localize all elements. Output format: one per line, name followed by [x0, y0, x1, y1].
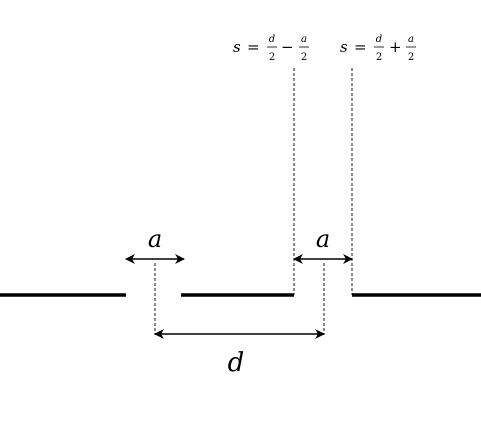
eq-right-operator: +: [389, 38, 402, 56]
separation-label: d: [228, 348, 245, 378]
eq-left-lhs: s: [233, 38, 241, 56]
eq-left-frac1-den: 2: [269, 52, 275, 63]
equation-left: s = d 2 − a 2: [233, 34, 309, 63]
eq-right-frac2-den: 2: [408, 52, 414, 63]
eq-right-lhs: s: [340, 38, 348, 56]
eq-left-frac2-num: a: [301, 34, 307, 45]
eq-left-frac1-num: d: [269, 34, 275, 45]
eq-right-frac1-num: d: [376, 34, 382, 45]
eq-left-operator: −: [281, 38, 294, 56]
eq-left-equals: =: [247, 38, 260, 56]
eq-right-equals: =: [354, 38, 367, 56]
eq-right-frac1-den: 2: [376, 52, 382, 63]
slit2-width-label: a: [316, 225, 330, 253]
eq-right-frac2-num: a: [408, 34, 414, 45]
slit1-width-label: a: [148, 225, 162, 253]
equation-right: s = d 2 + a 2: [340, 34, 416, 63]
eq-left-frac2-den: 2: [301, 52, 307, 63]
